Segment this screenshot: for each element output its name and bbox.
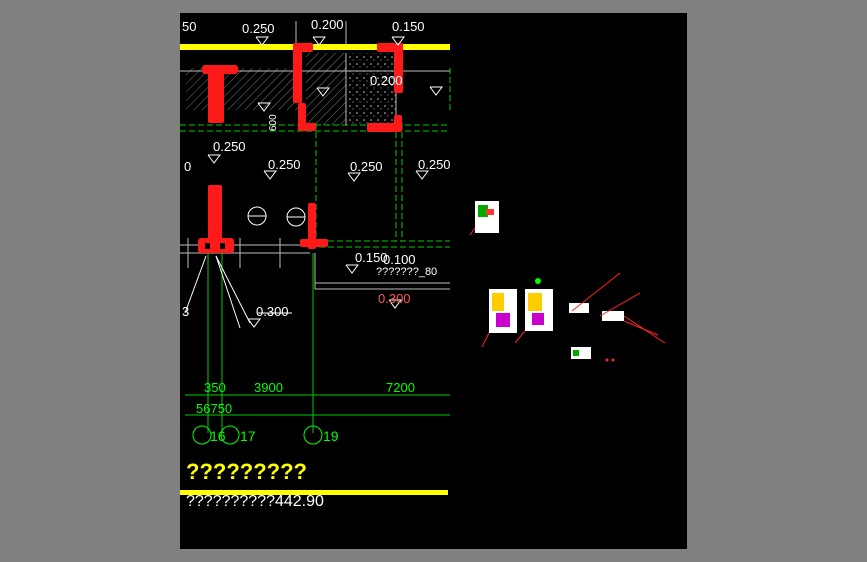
- dimension-label: 7200: [386, 380, 415, 395]
- red-dots: [535, 278, 615, 362]
- axis-lines: [185, 253, 450, 433]
- thumbnail-leaders: [469, 227, 666, 348]
- level-label: 0.300: [256, 304, 289, 319]
- cad-drawing-canvas[interactable]: 0.250 0.200 0.150 0.200 0.250 0.250 0.25…: [180, 13, 687, 549]
- level-label: 0.250: [268, 157, 301, 172]
- level-label: 0.150: [355, 250, 388, 265]
- axis-bubbles: [192, 425, 323, 445]
- cad-drawing: 0.250 0.200 0.150 0.200 0.250 0.250 0.25…: [180, 17, 666, 495]
- note-label: ???????_80: [376, 266, 437, 278]
- level-label: 0.150: [392, 19, 425, 34]
- leader-lines: [184, 255, 292, 329]
- hatched-slab-left: [186, 68, 298, 110]
- axis-label: 19: [323, 428, 339, 444]
- level-label: 0.100: [383, 252, 416, 267]
- dimension-label: 350: [204, 380, 226, 395]
- level-label: 0.200: [370, 73, 403, 88]
- axis-label: 17: [240, 428, 256, 444]
- edge-label: 3: [182, 304, 189, 319]
- hatched-slab-mid: [306, 53, 346, 125]
- red-walls: [198, 43, 403, 253]
- dimension-total: 56750: [196, 401, 232, 416]
- sheet-thumbnails[interactable]: [475, 201, 624, 359]
- level-label: 0.250: [350, 159, 383, 174]
- level-symbols: [207, 36, 443, 328]
- level-label: 0.250: [242, 21, 275, 36]
- level-label: 0.200: [311, 17, 344, 32]
- section-markers: [247, 206, 306, 227]
- bottom-yellow-bar: [180, 490, 448, 495]
- drawing-title: ?????????: [186, 459, 307, 484]
- level-label: 0.250: [418, 157, 451, 172]
- vertical-dimension: 600: [268, 114, 279, 131]
- level-label: 0.250: [213, 139, 246, 154]
- top-yellow-bar: [180, 44, 450, 50]
- edge-label: 50: [182, 19, 196, 34]
- level-label-red: 0.300: [378, 291, 411, 306]
- red-wall-holes: [205, 243, 225, 249]
- dimension-label: 3900: [254, 380, 283, 395]
- dotted-slab: [346, 53, 396, 125]
- edge-label: 0: [184, 159, 191, 174]
- drawing-subtitle: ??????????442.90: [186, 493, 324, 510]
- axis-label: 16: [210, 428, 226, 444]
